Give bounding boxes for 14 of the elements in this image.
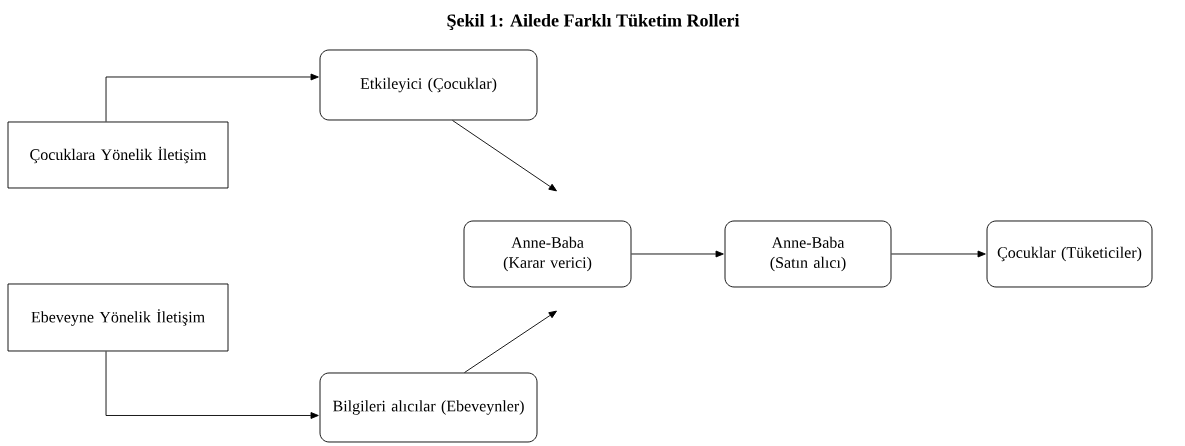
rounded-box: Anne-Baba (Satın alıcı) (724, 220, 892, 288)
arrow (452, 120, 557, 192)
rounded-box: Bilgileri alıcılar (Ebeveynler) (319, 372, 538, 443)
rounded-box: Çocuklar (Tüketiciler) (986, 220, 1153, 288)
arrow (464, 310, 557, 373)
arrow (105, 73, 319, 122)
rounded-box: Etkileyici (Çocuklar) (319, 49, 538, 121)
arrow (631, 250, 724, 258)
rounded-box: Anne-Baba (Karar verici) (463, 220, 632, 288)
arrow (891, 250, 986, 258)
process-box: Ebeveyne Yönelik İletişim (7, 283, 229, 352)
title: Şekil 1: Ailede Farklı Tüketim Rolleri (447, 13, 740, 31)
arrow (105, 351, 319, 419)
process-box: Çocuklara Yönelik İletişim (7, 121, 229, 189)
